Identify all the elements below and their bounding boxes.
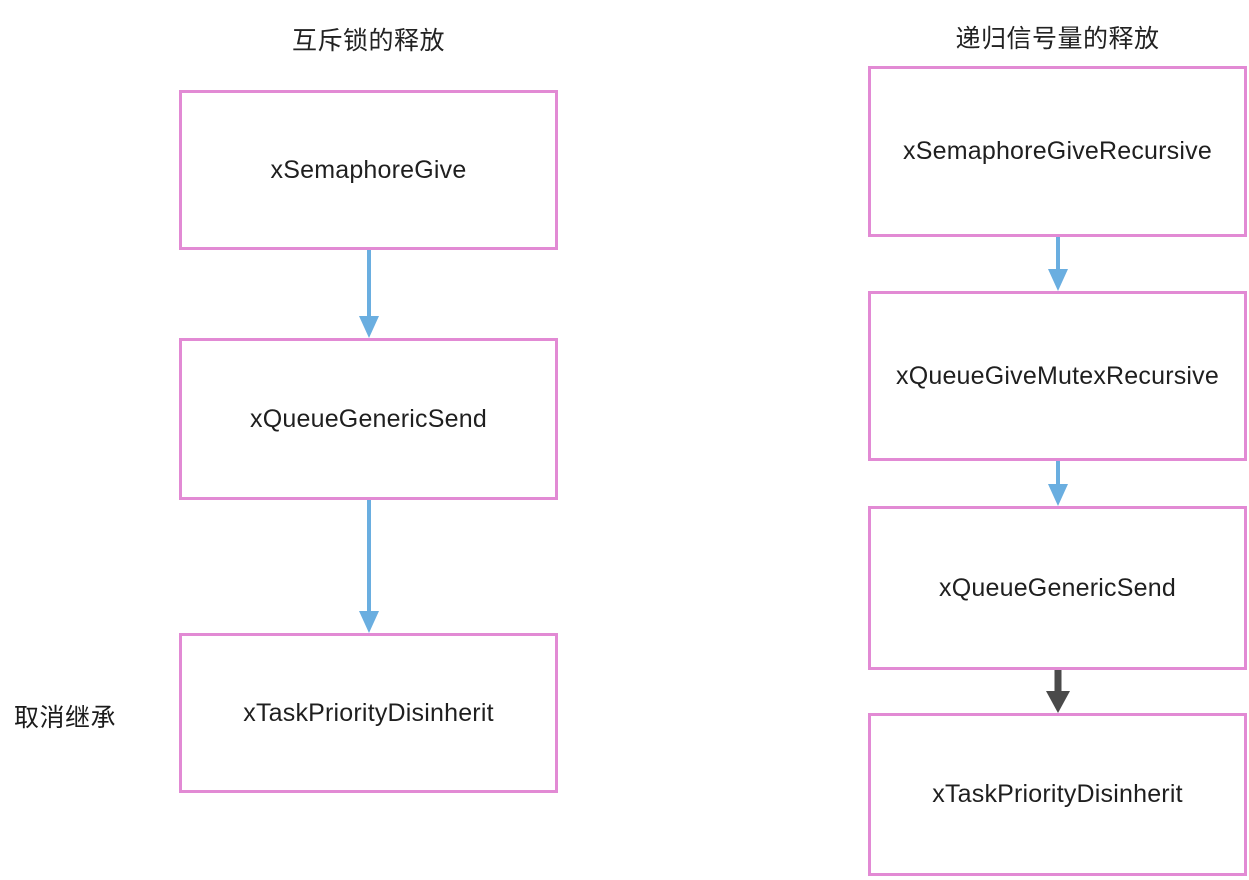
arrow-head-down-icon (1048, 484, 1068, 506)
arrow-shaft (1056, 237, 1060, 269)
node-label: xQueueGenericSend (939, 573, 1176, 602)
arrow-head-down-icon (359, 611, 379, 633)
node-x-queue-generic-send-right[interactable]: xQueueGenericSend (868, 506, 1247, 670)
arrow-queue-generic-send-to-task-priority-disinherit (351, 500, 387, 633)
node-label: xTaskPriorityDisinherit (243, 698, 494, 727)
arrow-queue-generic-send-to-task-priority-disinherit-right (1038, 670, 1078, 713)
arrow-head-down-icon (359, 316, 379, 338)
column-title-recursive-semaphore-give: 递归信号量的释放 (955, 25, 1160, 53)
arrow-shaft (367, 500, 371, 611)
arrow-head-down-icon (1046, 691, 1070, 713)
arrow-queue-give-mutex-recursive-to-queue-generic-send (1040, 461, 1076, 506)
arrow-semaphore-give-recursive-to-queue-give-mutex-recursive (1040, 237, 1076, 291)
node-x-semaphore-give[interactable]: xSemaphoreGive (179, 90, 558, 250)
arrow-semaphore-give-to-queue-generic-send (351, 250, 387, 338)
node-x-task-priority-disinherit-right[interactable]: xTaskPriorityDisinherit (868, 713, 1247, 876)
annotation-disinherit: 取消继承 (14, 704, 117, 732)
column-title-mutex-give: 互斥锁的释放 (291, 27, 445, 55)
arrow-shaft (1054, 670, 1062, 691)
arrow-shaft (367, 250, 371, 316)
node-label: xQueueGenericSend (250, 404, 487, 433)
arrow-shaft (1056, 461, 1060, 484)
arrow-head-down-icon (1048, 269, 1068, 291)
node-x-semaphore-give-recursive[interactable]: xSemaphoreGiveRecursive (868, 66, 1247, 237)
node-label: xSemaphoreGive (270, 155, 467, 184)
node-label: xTaskPriorityDisinherit (932, 780, 1183, 808)
node-x-task-priority-disinherit-left[interactable]: xTaskPriorityDisinherit (179, 633, 558, 793)
node-label: xQueueGiveMutexRecursive (896, 361, 1219, 390)
node-label: xSemaphoreGiveRecursive (903, 137, 1212, 165)
node-x-queue-give-mutex-recursive[interactable]: xQueueGiveMutexRecursive (868, 291, 1247, 461)
node-x-queue-generic-send-left[interactable]: xQueueGenericSend (179, 338, 558, 500)
